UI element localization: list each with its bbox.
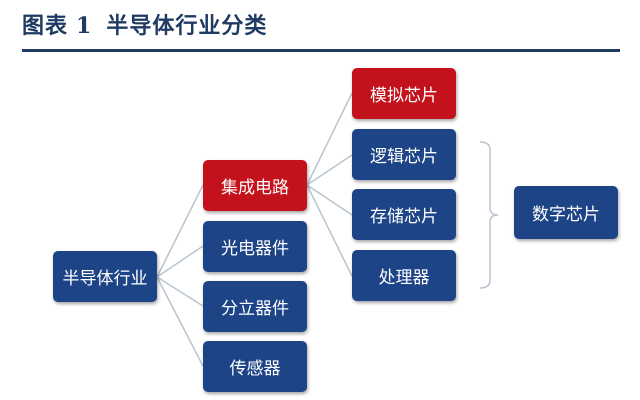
digital-chip-bracket <box>479 141 499 289</box>
node-optoelectronic-device: 光电器件 <box>203 221 307 272</box>
figure-title: 图表 1 半导体行业分类 <box>22 8 267 40</box>
node-digital-chip: 数字芯片 <box>514 186 618 239</box>
node-discrete-device: 分立器件 <box>203 281 307 332</box>
connector <box>306 184 353 277</box>
node-integrated-circuit: 集成电路 <box>203 160 307 211</box>
connector <box>156 245 204 278</box>
connector <box>156 276 204 367</box>
connector <box>306 92 353 186</box>
node-processor: 处理器 <box>352 250 456 301</box>
node-analog-chip: 模拟芯片 <box>352 68 456 119</box>
node-sensor: 传感器 <box>203 341 307 392</box>
connector <box>306 154 353 186</box>
title-divider <box>22 49 620 52</box>
connector <box>306 184 353 216</box>
figure-number: 1 <box>76 13 93 39</box>
node-logic-chip: 逻辑芯片 <box>352 129 456 180</box>
connector <box>156 276 204 307</box>
node-semiconductor-industry: 半导体行业 <box>53 251 157 302</box>
node-memory-chip: 存储芯片 <box>352 189 456 240</box>
figure-caption: 半导体行业分类 <box>106 13 268 39</box>
figure-label: 图表 <box>22 13 69 39</box>
connector <box>156 184 204 278</box>
